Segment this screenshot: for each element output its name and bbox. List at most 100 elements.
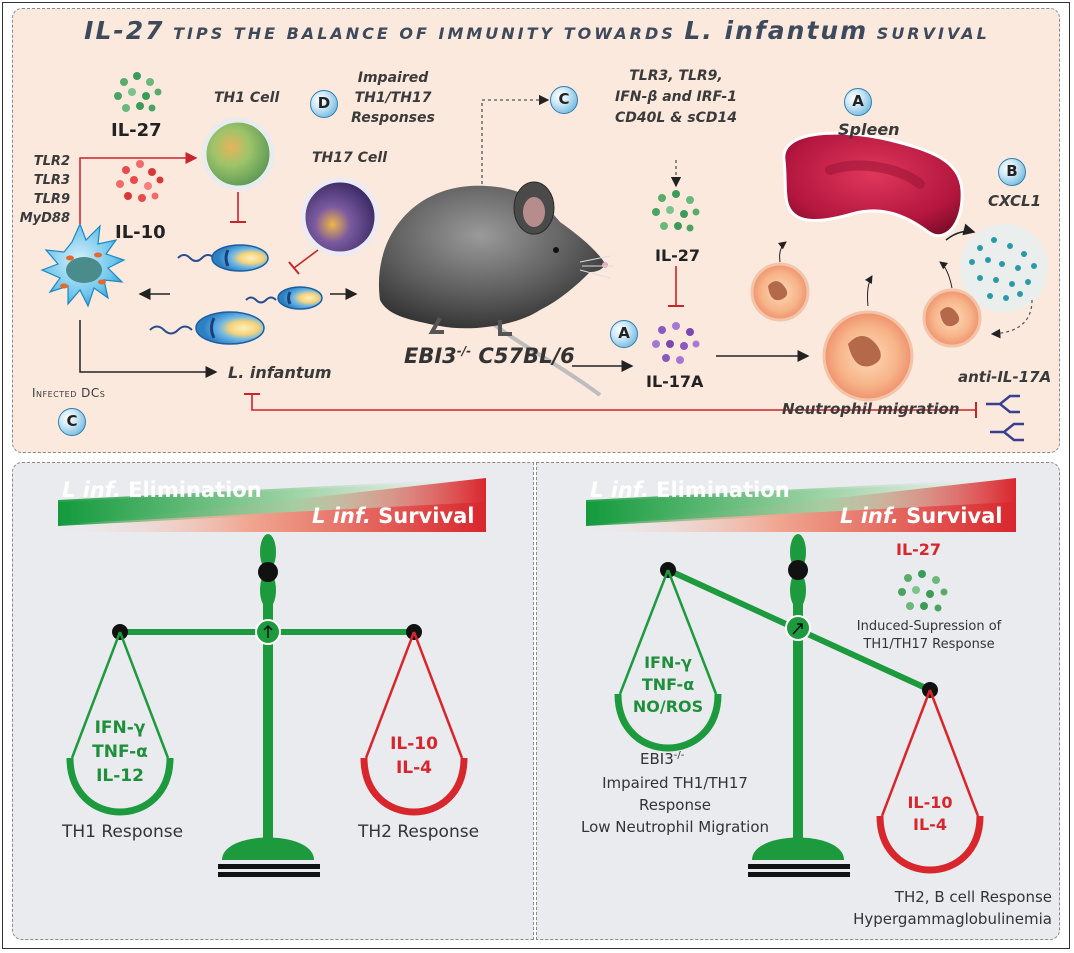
il17a-label: IL-17A xyxy=(646,372,704,391)
phenotype-line: Impaired TH1/TH17 xyxy=(602,774,748,792)
left-pan-th1-cytokines: IFN-γ TNF-α IL-12 xyxy=(80,716,160,788)
ebi3-phenotype-note: Impaired TH1/TH17 Response Low Neutrophi… xyxy=(566,772,784,838)
ebi3-sup: -/- xyxy=(673,750,685,761)
phenotype-line: Low Neutrophil Migration xyxy=(580,818,769,836)
right-pan-th2-cytokines: IL-10 IL-4 xyxy=(374,732,454,780)
banner-elim-prefix: L inf. xyxy=(62,478,121,502)
induced-line: Induced-Supression of xyxy=(856,619,1002,634)
anti-il17a-label: anti-IL-17A xyxy=(958,368,1052,386)
banner-right-elimination: L inf. Elimination xyxy=(590,478,790,502)
tlr-top-line: TLR3, TLR9, xyxy=(629,68,723,84)
cytokine-line: IL-10 xyxy=(390,734,438,754)
il27-cytokine-dots-mid xyxy=(652,190,700,232)
banner-surv-text: Survival xyxy=(370,504,475,528)
tlr-receptor-list: TLR2 TLR3 TLR9 MyD88 xyxy=(14,152,70,228)
left-pan-th1-cytokines-right: IFN-γ TNF-α NO/ROS xyxy=(622,652,714,718)
figure-title: IL-27 TIPS THE BALANCE OF IMMUNITY TOWAR… xyxy=(0,16,1074,45)
th2-line: TH2, B cell Response xyxy=(894,888,1052,906)
tlr-item: TLR2 xyxy=(33,154,70,169)
th17-cell-icon xyxy=(300,177,380,257)
th1-cell-icon xyxy=(201,117,275,191)
cytokine-line: TNF-α xyxy=(641,675,695,694)
banner-left-elimination: L inf. Elimination xyxy=(62,478,262,502)
badge-c-left: C xyxy=(58,408,86,436)
ebi3-knockout-label: EBI3-/- xyxy=(640,750,684,768)
induced-suppression-note: Induced-Supression of TH1/TH17 Response xyxy=(834,618,1024,654)
mouse-strain-label: EBI3-/- C57BL/6 xyxy=(404,344,575,368)
balance-scale-left xyxy=(66,534,468,877)
banner-left-survival: L inf. Survival xyxy=(312,504,475,528)
cytokine-line: NO/ROS xyxy=(632,697,704,716)
th1-response-label: TH1 Response xyxy=(62,822,184,842)
neutrophil-migration-label: Neutrophil migration xyxy=(782,400,960,418)
banner-elim-text: Elimination xyxy=(120,478,262,502)
il27-cytokine-dots-left xyxy=(114,72,162,112)
cytokine-line: IL-4 xyxy=(395,758,433,778)
il27-cytokine-dots-right xyxy=(898,570,948,612)
impaired-line: TH1/TH17 xyxy=(354,90,432,106)
parasite-promastigote-icon xyxy=(177,244,269,272)
spleen-label: Spleen xyxy=(838,120,900,139)
cytokine-line: IFN-γ xyxy=(644,653,692,672)
title-part-3: L. infantum xyxy=(684,16,869,45)
mouse-strain: C57BL/6 xyxy=(471,344,575,368)
badge-b: B xyxy=(998,158,1026,186)
impaired-line: Impaired xyxy=(357,70,429,86)
neutrophil-icon xyxy=(822,310,914,402)
il10-cytokine-dots-left xyxy=(116,160,164,202)
th2-bcell-note: TH2, B cell Response Hypergammaglobuline… xyxy=(820,886,1052,930)
neutrophil-icon xyxy=(922,288,982,348)
banner-surv-prefix: L inf. xyxy=(312,504,371,528)
cytokine-line: IL-12 xyxy=(96,766,144,786)
cxcl1-label: CXCL1 xyxy=(988,192,1042,210)
antibody-icon xyxy=(986,394,1024,442)
mouse-illustration xyxy=(378,181,614,397)
il17a-cytokine-dots xyxy=(652,322,700,364)
cxcl1-chemokine-cloud xyxy=(960,224,1048,312)
badge-d: D xyxy=(310,90,338,118)
tlr-ifn-signalling-list: TLR3, TLR9, IFN-β and IRF-1 CD40L & sCD1… xyxy=(594,66,758,129)
l-infantum-label: L. infantum xyxy=(228,363,332,382)
il27-label-left: IL-27 xyxy=(111,120,162,141)
cytokine-line: IFN-γ xyxy=(94,718,146,738)
tlr-top-line: IFN-β and IRF-1 xyxy=(615,89,737,105)
il27-label-right: IL-27 xyxy=(896,540,942,559)
banner-elim-prefix: L inf. xyxy=(590,478,649,502)
badge-c-top: C xyxy=(550,86,578,114)
ebi3-gene: EBI3 xyxy=(640,750,674,768)
tlr-item: TLR3 xyxy=(33,173,70,188)
title-part-1: IL-27 xyxy=(84,16,165,45)
induced-line: TH1/TH17 Response xyxy=(863,637,995,652)
balance-scale-right xyxy=(614,534,984,877)
banner-elim-text: Elimination xyxy=(648,478,790,502)
mouse-knockout-sup: -/- xyxy=(456,344,472,358)
badge-a-mid: A xyxy=(610,320,638,348)
spleen-illustration xyxy=(782,131,964,238)
th2-line: Hypergammaglobulinemia xyxy=(853,910,1052,928)
mouse-gene: EBI3 xyxy=(404,344,457,368)
tlr-item: MyD88 xyxy=(19,211,70,226)
title-part-2: TIPS THE BALANCE OF IMMUNITY TOWARDS xyxy=(164,24,685,43)
th1-cell-label: TH1 Cell xyxy=(214,90,280,106)
neutrophil-icon xyxy=(750,262,810,322)
cytokine-line: TNF-α xyxy=(92,742,148,762)
th2-response-label: TH2 Response xyxy=(358,822,480,842)
infected-dcs-label: Infected DCs xyxy=(32,386,106,400)
impaired-responses-note: Impaired TH1/TH17 Responses xyxy=(340,68,446,128)
il27-label-mid: IL-27 xyxy=(655,246,701,265)
infected-dendritic-cell-icon xyxy=(40,222,126,308)
title-part-4: SURVIVAL xyxy=(868,24,990,43)
banner-surv-text: Survival xyxy=(898,504,1003,528)
parasite-amastigote-icon xyxy=(149,311,265,345)
parasite-promastigote-icon xyxy=(245,286,323,310)
impaired-line: Responses xyxy=(351,110,435,126)
cytokine-line: IL-10 xyxy=(907,793,953,812)
banner-right-survival: L inf. Survival xyxy=(840,504,1003,528)
badge-a-spleen: A xyxy=(844,88,872,116)
il10-label-left: IL-10 xyxy=(115,222,166,243)
cytokine-line: IL-4 xyxy=(913,815,947,834)
phenotype-line: Response xyxy=(638,796,712,814)
tlr-item: TLR9 xyxy=(33,192,70,207)
